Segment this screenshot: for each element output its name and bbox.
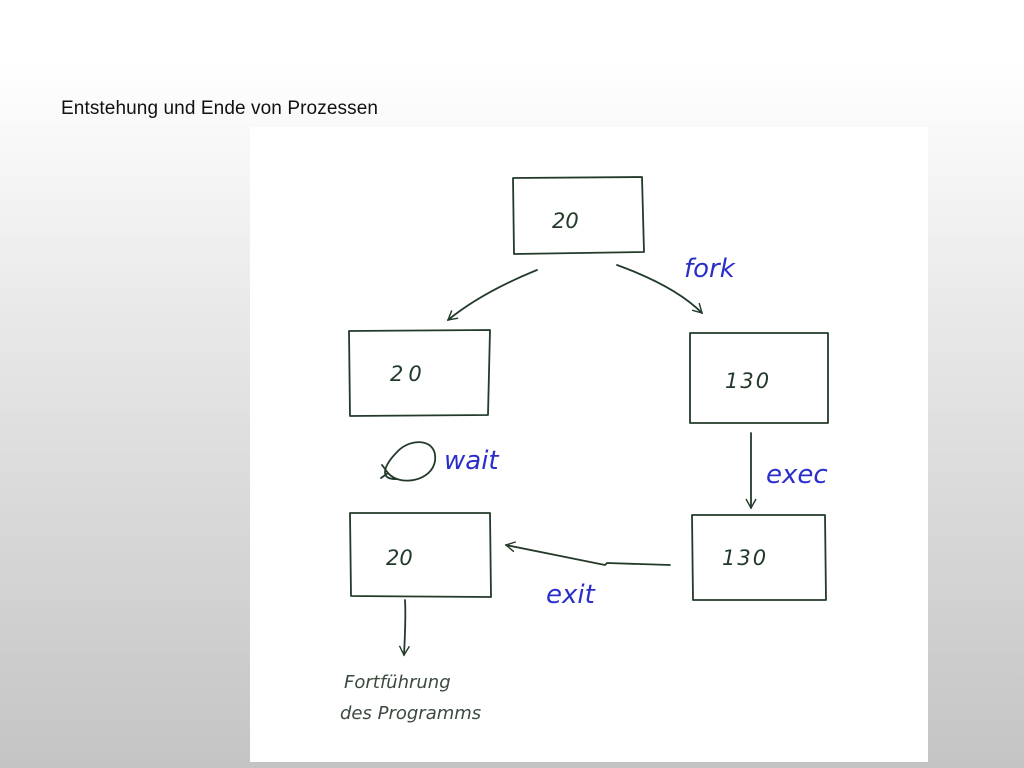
label-wait: wait: [444, 446, 499, 476]
wait-loop: [384, 441, 436, 482]
note-line-2: des Programms: [340, 703, 481, 724]
arrow-fork-right: [616, 264, 704, 315]
box-parent-left: [348, 329, 491, 417]
label-fork: fork: [684, 254, 736, 284]
box-parent-bottom-label: 20: [386, 546, 413, 570]
box-parent-top: [512, 176, 645, 255]
box-child-bottom-label: 130: [722, 546, 768, 570]
box-child-right-label: 130: [725, 369, 771, 393]
label-exit: exit: [546, 580, 596, 610]
box-parent-bottom: [349, 512, 492, 598]
hand-drawn-diagram: 20 20 130 20 130 fork wait exec exit For…: [250, 127, 928, 762]
diagram-canvas: 20 20 130 20 130 fork wait exec exit For…: [340, 176, 829, 724]
box-parent-top-label: 20: [552, 209, 579, 233]
arrow-exit: [504, 541, 671, 566]
box-child-right: [689, 332, 829, 424]
label-exec: exec: [766, 460, 828, 490]
note-line-1: Fortführung: [344, 672, 451, 693]
slide-title: Entstehung und Ende von Prozessen: [61, 98, 379, 119]
arrow-fork-left: [446, 269, 538, 321]
box-parent-left-label: 20: [390, 362, 427, 386]
box-child-bottom: [691, 514, 827, 601]
arrow-continue: [398, 599, 411, 657]
